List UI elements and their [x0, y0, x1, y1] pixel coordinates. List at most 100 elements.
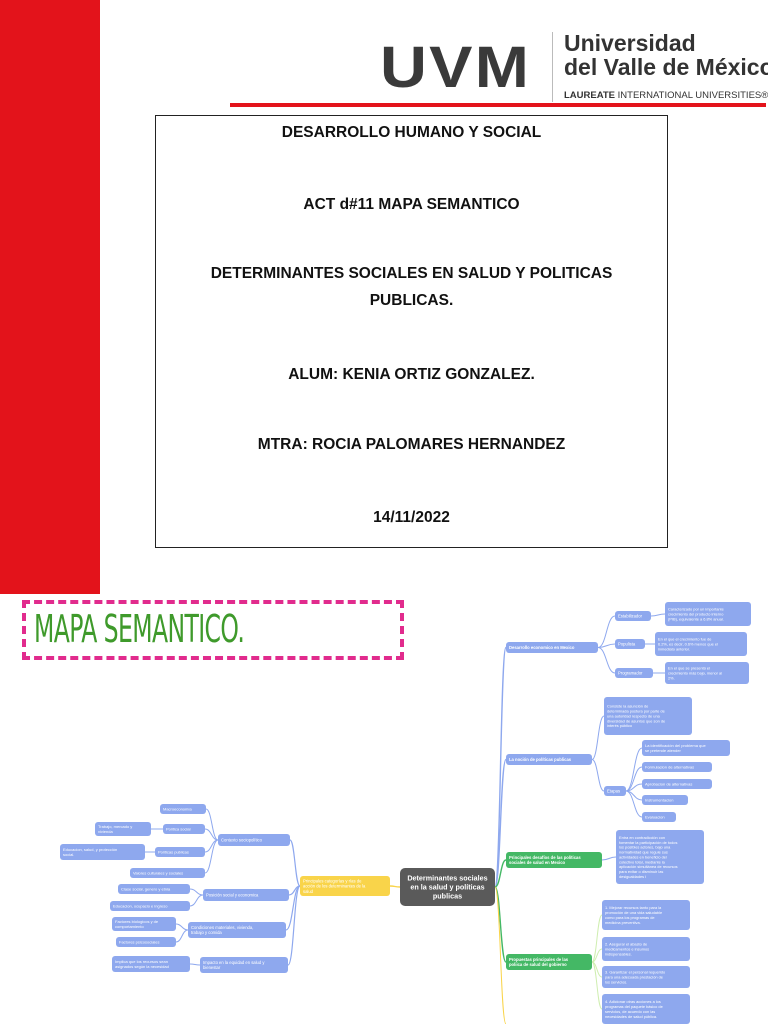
logo-name-line1: Universidad: [564, 30, 696, 56]
left-sub-node-text: Política social: [166, 827, 191, 832]
mindmap-link: [494, 886, 507, 1024]
economic-note-node-text: 2%.: [668, 675, 675, 680]
mindmap-link: [287, 885, 301, 966]
left-branch-node-box: [188, 922, 286, 938]
economic-note-node-box: [665, 662, 749, 684]
mindmap-center-box: [400, 868, 495, 906]
mindmap-link: [625, 747, 643, 792]
mapa-semantico-title: MAPA SEMANTICO.: [22, 600, 404, 660]
proposal-item-node: 4. Adicionar otras acciones a losprogram…: [602, 994, 690, 1024]
right-branch-node-text: Desarrollo economico en Mexico: [509, 645, 575, 650]
left-sub-node-box: [112, 917, 176, 931]
right-branch-node-text: Principales desafíos de las políticas: [509, 855, 581, 860]
left-sub-node-text: Implica que los recursos sean: [115, 959, 168, 964]
stage-item-node-text: Aprobacion de alternativas: [645, 782, 692, 787]
proposal-item-node-text: 3. Garantizar el personal requerido: [605, 970, 665, 975]
economic-note-node-box: [665, 602, 751, 626]
left-sub-node-text: Políticas publicas: [158, 850, 189, 855]
left-sub-node-text: comportamiento: [115, 924, 144, 929]
stages-node: Etapas: [604, 786, 626, 796]
right-branch-node-box: [506, 754, 592, 765]
left-sub-node-text: Factores psicosociales: [119, 940, 159, 945]
economic-model-node: Programador: [615, 668, 653, 678]
left-branch-node-text: Condiciones materiales, vivienda,: [191, 925, 253, 930]
mindmap-link: [175, 923, 189, 931]
logo-letters: UVM: [380, 35, 532, 100]
left-sub-node-text: asignados según la necesidad: [115, 964, 169, 969]
left-branch-node-text: bienestar: [203, 965, 221, 970]
header-red-line: [230, 103, 766, 107]
left-sub-node-box: [130, 868, 205, 878]
stage-item-node: Evaluacion: [642, 812, 676, 822]
laureate-rest: INTERNATIONAL UNIVERSITIES®: [615, 90, 768, 101]
mindmap-link: [597, 647, 616, 674]
left-leaf-node-box: [60, 844, 145, 860]
left-branch-node-text: Posición social y economica: [206, 893, 259, 898]
mindmap-link: [189, 888, 204, 896]
left-sub-node: Clase social, genero y etnia: [118, 884, 190, 894]
topic-line2: PUBLICAS.: [369, 292, 454, 309]
mindmap-link: [601, 856, 617, 861]
mindmap-link: [591, 948, 603, 963]
left-sub-node-box: [155, 847, 205, 857]
left-sub-node-box: [118, 884, 190, 894]
economic-note-node-text: En el que se presentó el: [668, 666, 710, 671]
mindmap-link: [289, 839, 301, 887]
economic-note-node-text: 6.2%, es decir, 0.6% menos que el: [658, 641, 718, 646]
proposal-item-node-box: [602, 994, 690, 1024]
right-branch-node-text: Propuestas principales de las: [509, 957, 569, 962]
logo-laureate: LAUREATE INTERNATIONAL UNIVERSITIES®: [564, 90, 768, 101]
left-sub-node-text: Clase social, genero y etnia: [121, 887, 171, 892]
stage-item-node-box: [642, 795, 688, 805]
right-branch-node: Desarrollo economico en Mexico: [506, 642, 598, 653]
left-main-node-text: salud: [303, 889, 314, 894]
challenges-note-node-text: desigualdades i: [619, 874, 646, 879]
left-sub-node: Factores psicosociales: [116, 937, 176, 947]
policy-definition-node-text: diversidad de asuntos que son de: [607, 718, 665, 723]
mindmap-link: [650, 613, 666, 617]
economic-note-node-text: En el que el crecimiento fue de: [658, 637, 711, 642]
proposal-item-node-text: como para los programas de: [605, 915, 655, 920]
left-branch-node-text: Impacto en la equidad en salud y: [203, 960, 265, 965]
topic-line1: DETERMINANTES SOCIALES EN SALUD Y POLITI…: [210, 265, 613, 282]
stage-item-node-text: La identificación del problema que: [645, 743, 706, 748]
mindmap-link: [204, 828, 219, 841]
left-sub-node-text: Educacion, ocupacio e ingreso: [113, 904, 168, 909]
left-branch-node-box: [200, 957, 288, 973]
left-sub-node-box: [110, 901, 190, 911]
stage-item-node-text: se pretende atender: [645, 748, 681, 753]
left-sub-node: Macroeconomía: [160, 804, 206, 814]
mindmap-center-text: Determinantes sociales: [407, 874, 487, 883]
mindmap-center-text: publicas: [433, 892, 462, 901]
student-name: ALUM: KENIA ORTIZ GONZALEZ.: [288, 366, 535, 383]
course-title: DESARROLLO HUMANO Y SOCIAL: [281, 124, 542, 141]
right-branch-node-box: [506, 642, 598, 653]
laureate-bold: LAUREATE: [564, 90, 616, 101]
red-side-bar: [0, 0, 100, 594]
mindmap-link: [494, 758, 507, 888]
proposal-item-node-text: para una adecuada prestación de: [605, 974, 663, 979]
left-leaf-node-text: vivienda: [98, 829, 113, 834]
left-sub-node-box: [112, 956, 190, 972]
economic-note-node-box: [655, 632, 747, 656]
mindmap-link: [189, 894, 204, 907]
activity-title: ACT d#11 MAPA SEMANTICO: [303, 196, 520, 213]
left-main-node-text: Principales categorías y rías de: [303, 878, 362, 883]
left-main-node-box: [300, 876, 390, 896]
right-branch-node-box: [506, 954, 592, 970]
economic-model-node-text: Programador: [618, 671, 643, 676]
proposal-item-node-box: [602, 900, 690, 930]
stage-item-node: Instrumentacion: [642, 795, 688, 805]
teacher-name: MTRA: ROCIA PALOMARES HERNANDEZ: [257, 436, 566, 453]
right-branch-node: Principales desafíos de las políticassoc…: [506, 852, 602, 868]
challenges-note-node-text: los posibles actores, bajo una: [619, 845, 671, 850]
logo-divider: [552, 32, 553, 102]
economic-note-node: Caracterizado por un importantecrecimien…: [665, 602, 751, 626]
mindmap-link: [205, 808, 219, 841]
policy-definition-node-text: Consiste la asunción de: [607, 704, 648, 709]
proposal-item-node-text: indispensables.: [605, 951, 632, 956]
